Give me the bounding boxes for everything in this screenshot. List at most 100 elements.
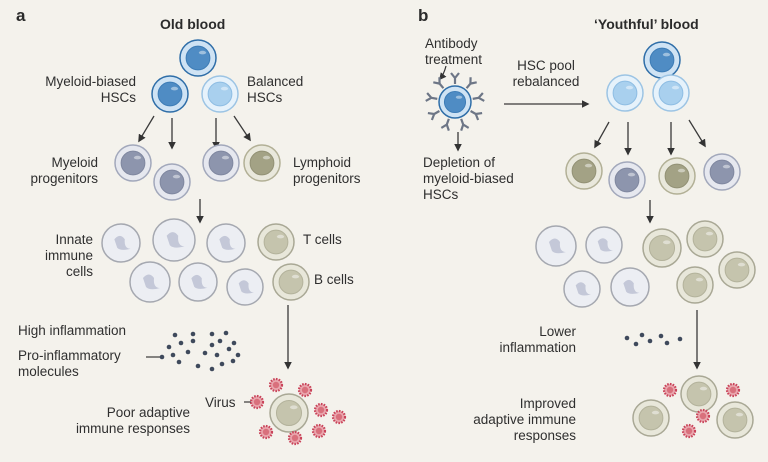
pro-inflammatory-molecule [172, 332, 178, 338]
youthful-hsc [606, 74, 644, 112]
lymphocyte [676, 266, 714, 304]
antibody-icon [450, 72, 460, 84]
lymphocyte [632, 399, 670, 437]
panel-a-title: Old blood [160, 16, 226, 32]
pro-inflammatory-molecule [166, 344, 172, 350]
lymphocyte [716, 401, 754, 439]
virus-particle [268, 377, 284, 393]
pro-inflammatory-molecule [190, 331, 196, 337]
pro-inflammatory-molecule [202, 350, 208, 356]
arrow [594, 121, 610, 149]
antibody-icon [470, 110, 483, 121]
pro-inflammatory-molecule [230, 358, 236, 364]
lymphoid-progenitor [565, 152, 603, 190]
pro-inflammatory-molecule [209, 331, 215, 337]
virus-particle [311, 423, 327, 439]
innate-immune-cell [152, 218, 196, 262]
balanced-hsc [201, 75, 239, 113]
virus-particle [249, 394, 265, 410]
high-inflammation-label: High inflammation [18, 323, 127, 338]
antibody-coated-hsc [425, 72, 485, 131]
innate-immune-cell [101, 223, 141, 263]
innate-immune-cell [563, 270, 601, 308]
molecules [146, 330, 683, 372]
cells [101, 39, 756, 446]
youthful-hsc-top [643, 41, 681, 79]
pro-inflammatory-molecule [178, 340, 184, 346]
virus-particle [662, 382, 678, 398]
antibody-pointer-arrow [439, 65, 447, 81]
antibody-icon [427, 110, 440, 121]
virus-particle [681, 423, 697, 439]
pro-inflammatory-molecule [190, 338, 196, 344]
b-cells-label: B cells [314, 272, 354, 287]
virus-particle [258, 424, 274, 440]
lymphocyte [718, 251, 756, 289]
pro-inflammatory-molecule [159, 354, 165, 360]
pro-inflammatory-molecule [185, 349, 191, 355]
antibody-icon [425, 92, 438, 102]
innate-immune-cell [535, 225, 577, 267]
pro-inflammatory-molecule [647, 338, 653, 344]
pro-inflammatory-molecule [214, 352, 220, 358]
innate-immune-cell [129, 261, 171, 303]
pro-inflammatory-molecule [639, 332, 645, 338]
hsc-top [179, 39, 217, 77]
b-cell [272, 263, 310, 301]
myeloid-progenitor [608, 161, 646, 199]
targeted-myeloid-biased-hsc [438, 85, 472, 119]
myeloid-progenitor [202, 144, 240, 182]
pro-inflammatory-molecule [677, 336, 683, 342]
antibody-icon [433, 77, 445, 89]
pro-inflammatory-molecule [658, 333, 664, 339]
innate-immune-cell [178, 262, 218, 302]
virus-particle [297, 382, 313, 398]
arrow [688, 119, 706, 148]
lymphocyte [686, 220, 724, 258]
innate-immune-cell [206, 223, 246, 263]
panel-b-title: ‘Youthful’ blood [594, 16, 699, 32]
pro-inflammatory-molecule [231, 340, 237, 346]
pro-inflammatory-molecule [219, 361, 225, 367]
pro-inflammatory-molecule [226, 346, 232, 352]
myeloid-biased-hsc [151, 75, 189, 113]
pro-inflammatory-molecule [170, 352, 176, 358]
pro-inflammatory-molecule [217, 338, 223, 344]
arrow [138, 115, 155, 143]
virus-particle [331, 409, 347, 425]
arrows [138, 65, 706, 403]
pro-inflammatory-molecule [223, 330, 229, 336]
innate-immune-cell [226, 268, 264, 306]
youthful-hsc [652, 74, 690, 112]
virus-particle [313, 402, 329, 418]
myeloid-progenitor [153, 163, 191, 201]
virus-particle [695, 408, 711, 424]
t-cells-label: T cells [303, 232, 342, 247]
virus-particle [725, 382, 741, 398]
antibody-icon [472, 92, 485, 102]
panel-b-letter: b [418, 6, 429, 25]
virus-particle [287, 430, 303, 446]
pro-inflammatory-molecule [664, 340, 670, 346]
pro-inflammatory-molecule [624, 335, 630, 341]
antibody-icon [460, 118, 470, 131]
pro-inflammatory-molecule [195, 363, 201, 369]
lymphoid-progenitor [658, 157, 696, 195]
panel-a-letter: a [16, 6, 26, 25]
lymphoid-progenitor [243, 144, 281, 182]
arrow [233, 115, 251, 142]
virus-label: Virus [205, 395, 236, 410]
